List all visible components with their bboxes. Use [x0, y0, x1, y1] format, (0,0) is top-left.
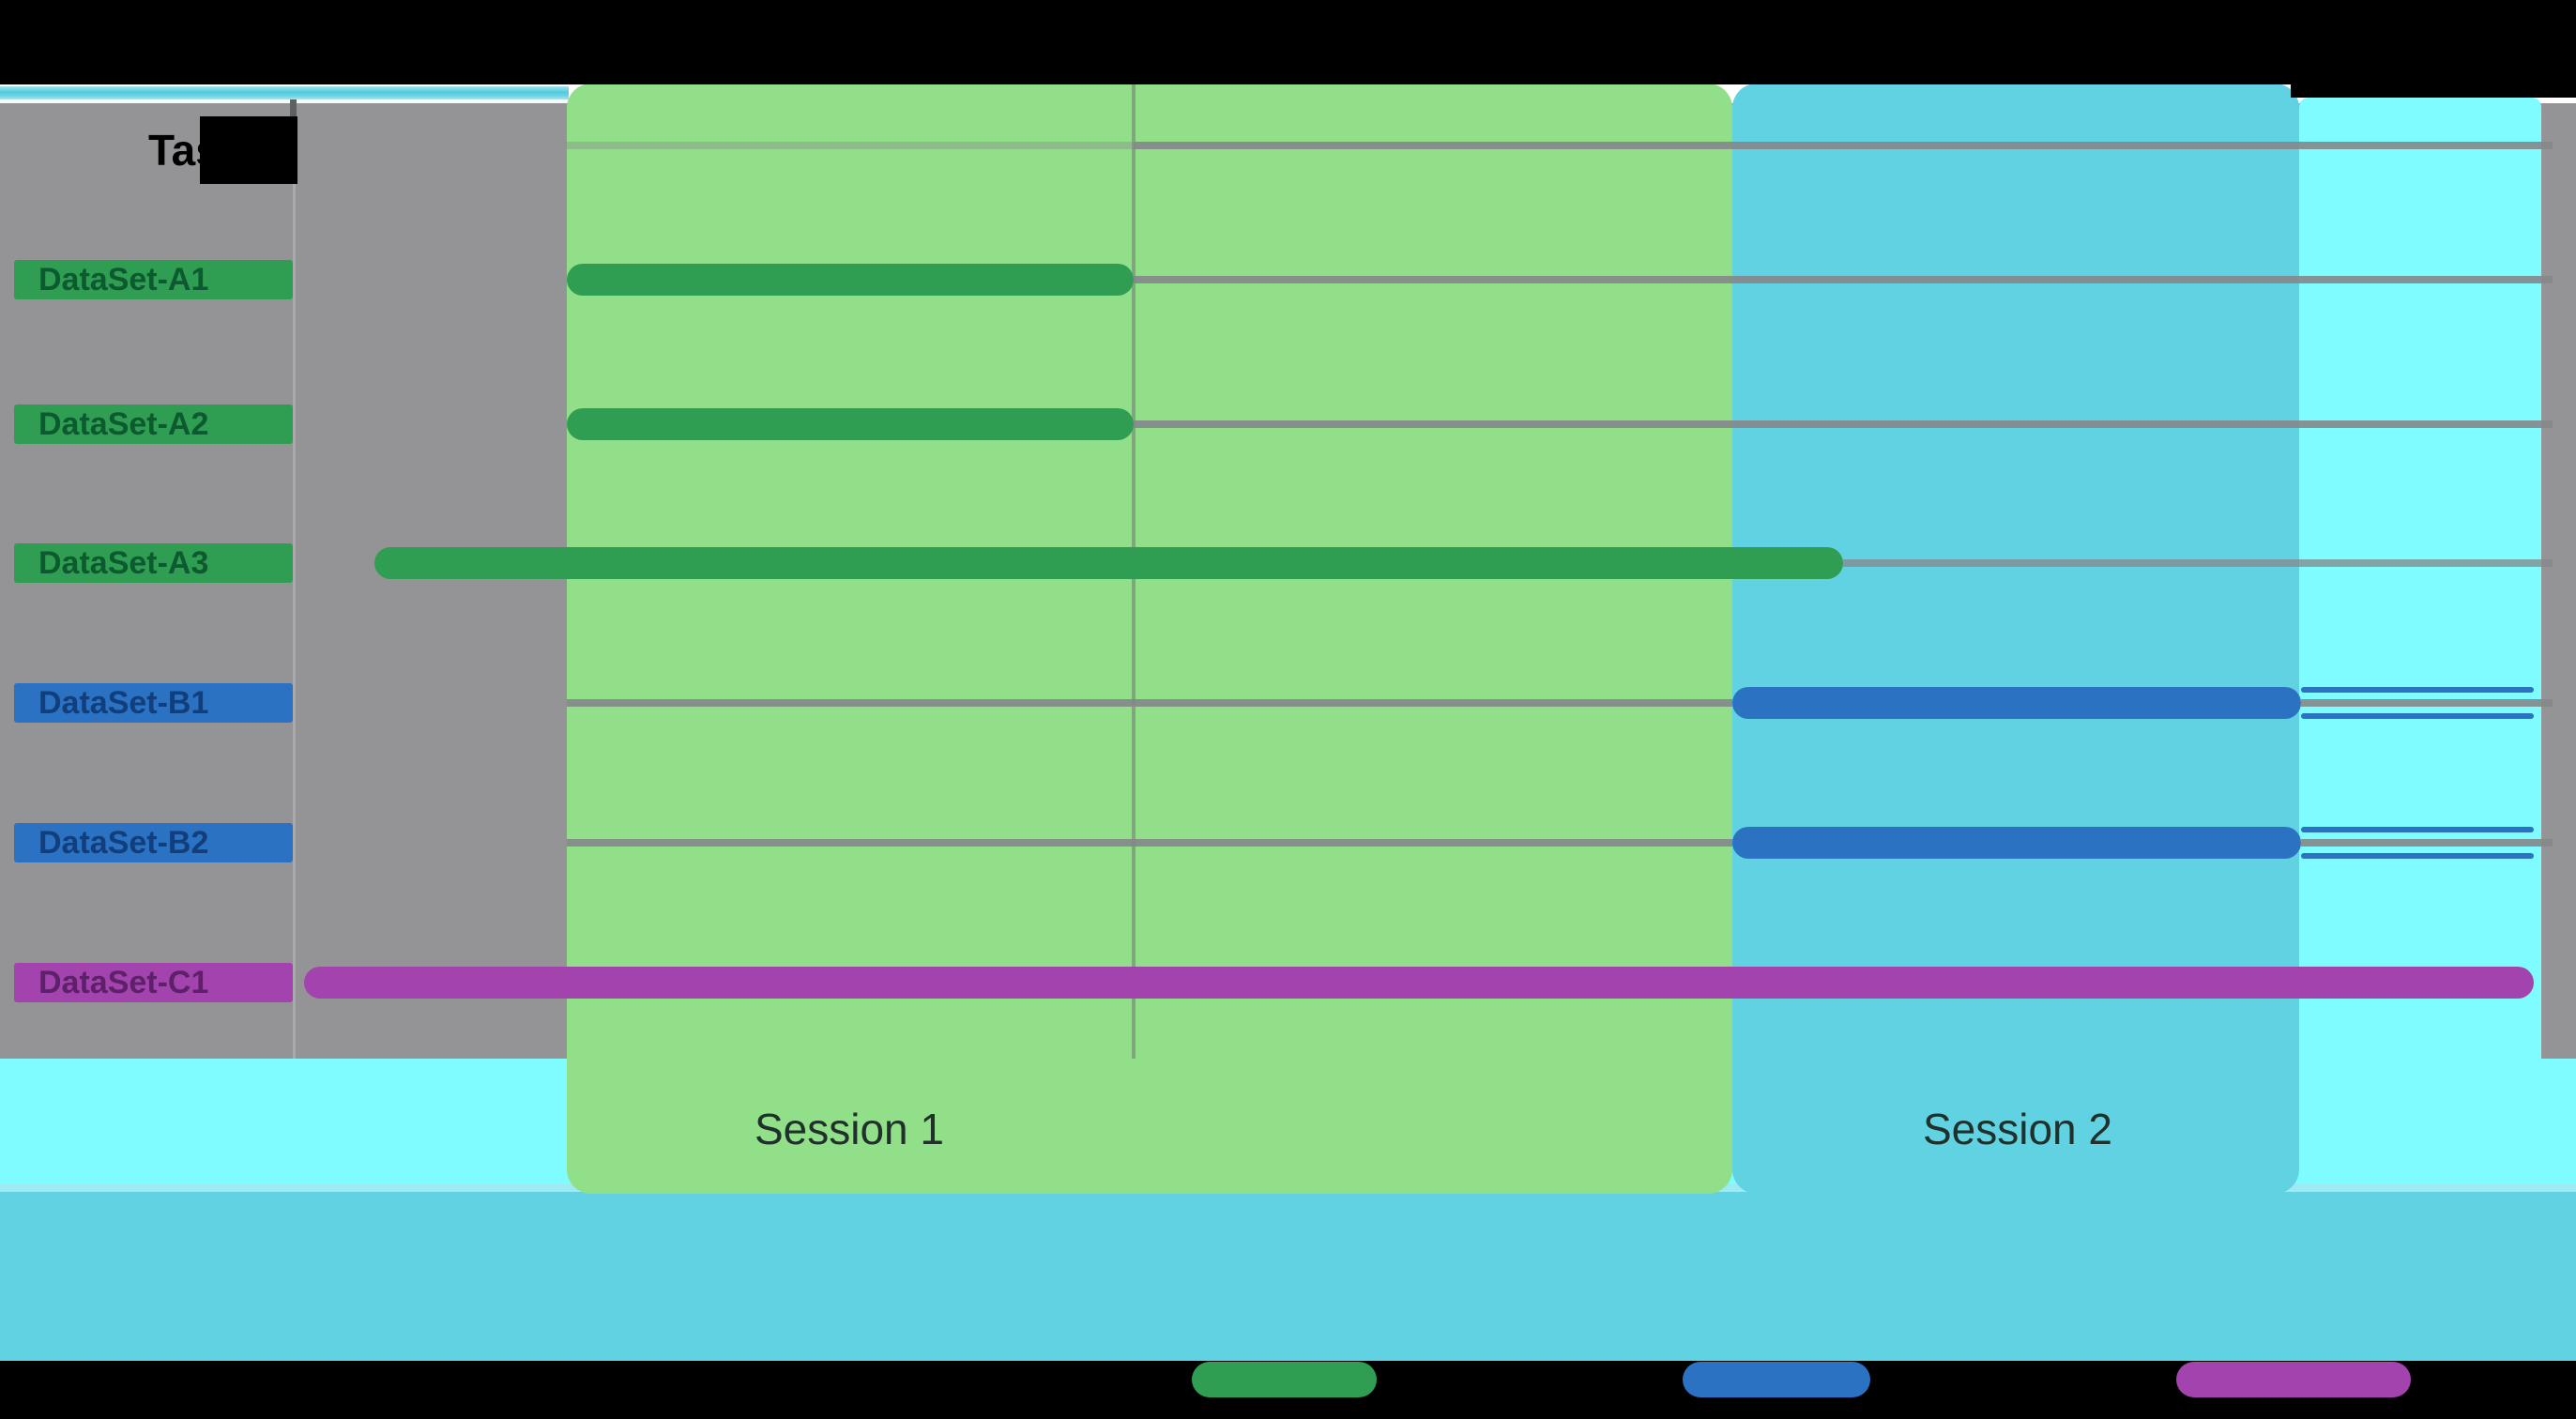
row-track-line — [1134, 276, 2553, 283]
row-track-line — [1134, 142, 2553, 149]
row-track-line — [2301, 839, 2553, 847]
bar-edge-sliver — [2301, 853, 2534, 859]
top-right-black-patch — [2291, 83, 2576, 98]
bar-edge-sliver — [2301, 827, 2534, 832]
label-column-separator — [293, 103, 296, 1059]
task-bar — [567, 408, 1134, 440]
top-black-band — [0, 0, 2576, 84]
task-bar — [304, 967, 2534, 999]
top-white-divider — [0, 99, 569, 103]
bar-edge-sliver — [2301, 687, 2534, 693]
task-header-black-overlay — [200, 116, 297, 184]
session-2-band — [1732, 84, 2299, 1194]
task-row-label: DataSet-A1 — [14, 260, 293, 299]
footer-cyan-band — [0, 1192, 2576, 1361]
task-bar — [567, 264, 1134, 296]
task-bar — [1732, 827, 2301, 859]
row-track-line — [2301, 699, 2553, 707]
row-track-line — [1134, 420, 2553, 428]
task-row-label: DataSet-A3 — [14, 543, 293, 583]
task-bar — [1732, 687, 2301, 719]
top-cyan-strip — [0, 86, 569, 99]
session-1-label: Session 1 — [754, 1105, 944, 1153]
task-row-label: DataSet-B2 — [14, 823, 293, 862]
row-track-line — [567, 699, 1732, 707]
label-column-separator-tick — [290, 99, 297, 118]
task-bar — [374, 547, 1843, 579]
row-track-line — [567, 142, 1134, 149]
bar-edge-sliver — [2301, 713, 2534, 719]
task-row-label: DataSet-A2 — [14, 404, 293, 444]
legend-swatch-dataset-b-series — [1683, 1362, 1870, 1397]
legend-swatch-dataset-c-series — [2176, 1362, 2411, 1397]
session-1-band — [567, 84, 1732, 1194]
row-track-line — [567, 839, 1732, 847]
session-2-label: Session 2 — [1922, 1105, 2112, 1153]
task-row-label: DataSet-C1 — [14, 963, 293, 1002]
right-bright-cyan-column — [2299, 98, 2541, 1184]
row-track-line — [1843, 559, 2553, 567]
task-row-label: DataSet-B1 — [14, 683, 293, 723]
legend-swatch-dataset-a-series — [1192, 1362, 1377, 1397]
